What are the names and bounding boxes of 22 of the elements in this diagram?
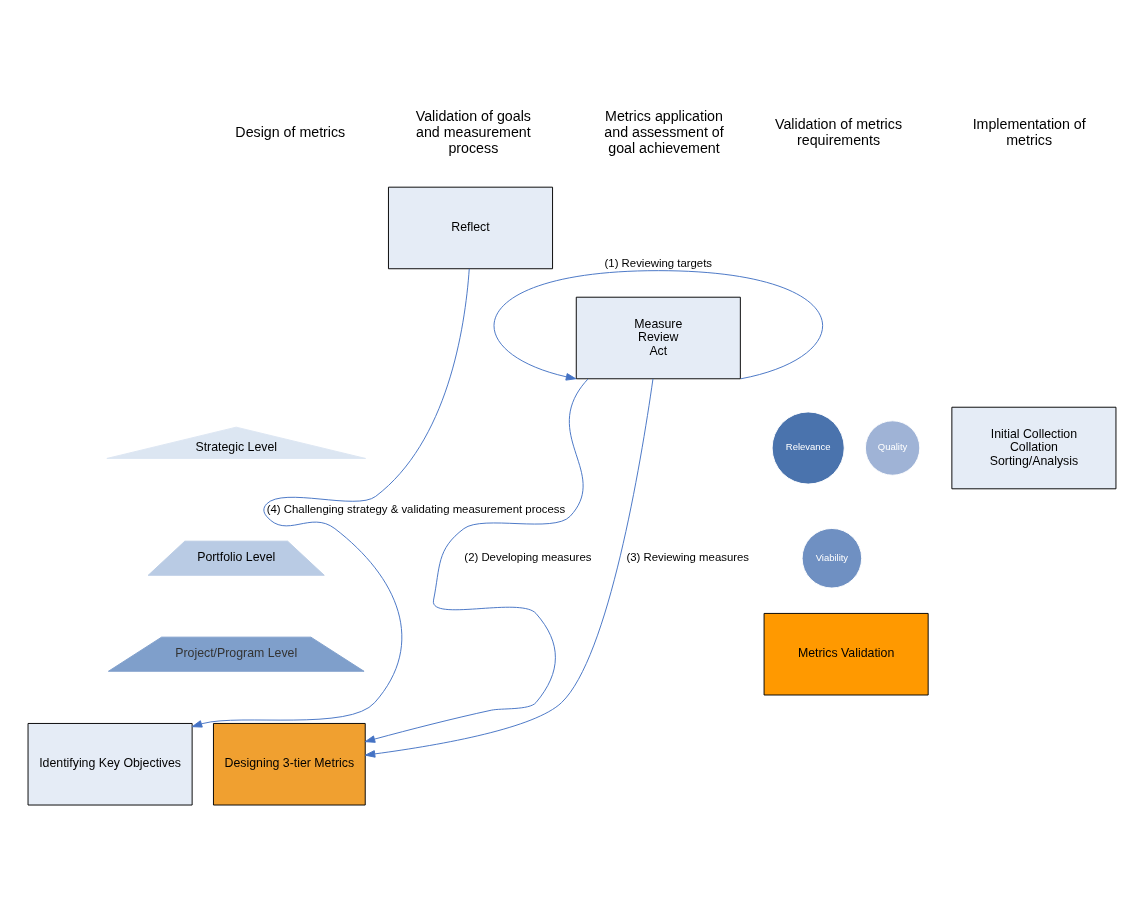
node-box: Identifying Key Objectives [27,723,193,806]
label: Implementation of metrics [972,115,1086,148]
arrow [364,378,589,743]
edge-label: (3) Reviewing measures [626,551,750,564]
node-circle: Viability [801,527,863,589]
node-box: Reflect [388,186,554,270]
node-circle: Relevance [771,411,845,485]
label: Design of metrics [235,123,346,140]
arrow [191,268,470,728]
arrow [364,378,654,758]
edge-label: (2) Developing measures [464,551,592,564]
label: Validation of metrics requirements [775,115,903,148]
label: Validation of goals and measurement process [415,107,531,157]
node-box: Designing 3-tier Metrics [213,723,366,806]
node-circle: Quality [864,420,921,476]
label: Metrics application and assessment of goal achievement [604,107,724,157]
node-box: Initial Collection Collation Sorting/Analysis [951,406,1117,490]
arrow [493,270,823,381]
edge-label: (1) Reviewing targets [604,257,713,270]
edge-label: (4) Challenging strategy & validating measurement process [266,503,566,516]
node-box: Metrics Validation [763,612,929,696]
node-box: Measure Review Act [575,296,741,380]
